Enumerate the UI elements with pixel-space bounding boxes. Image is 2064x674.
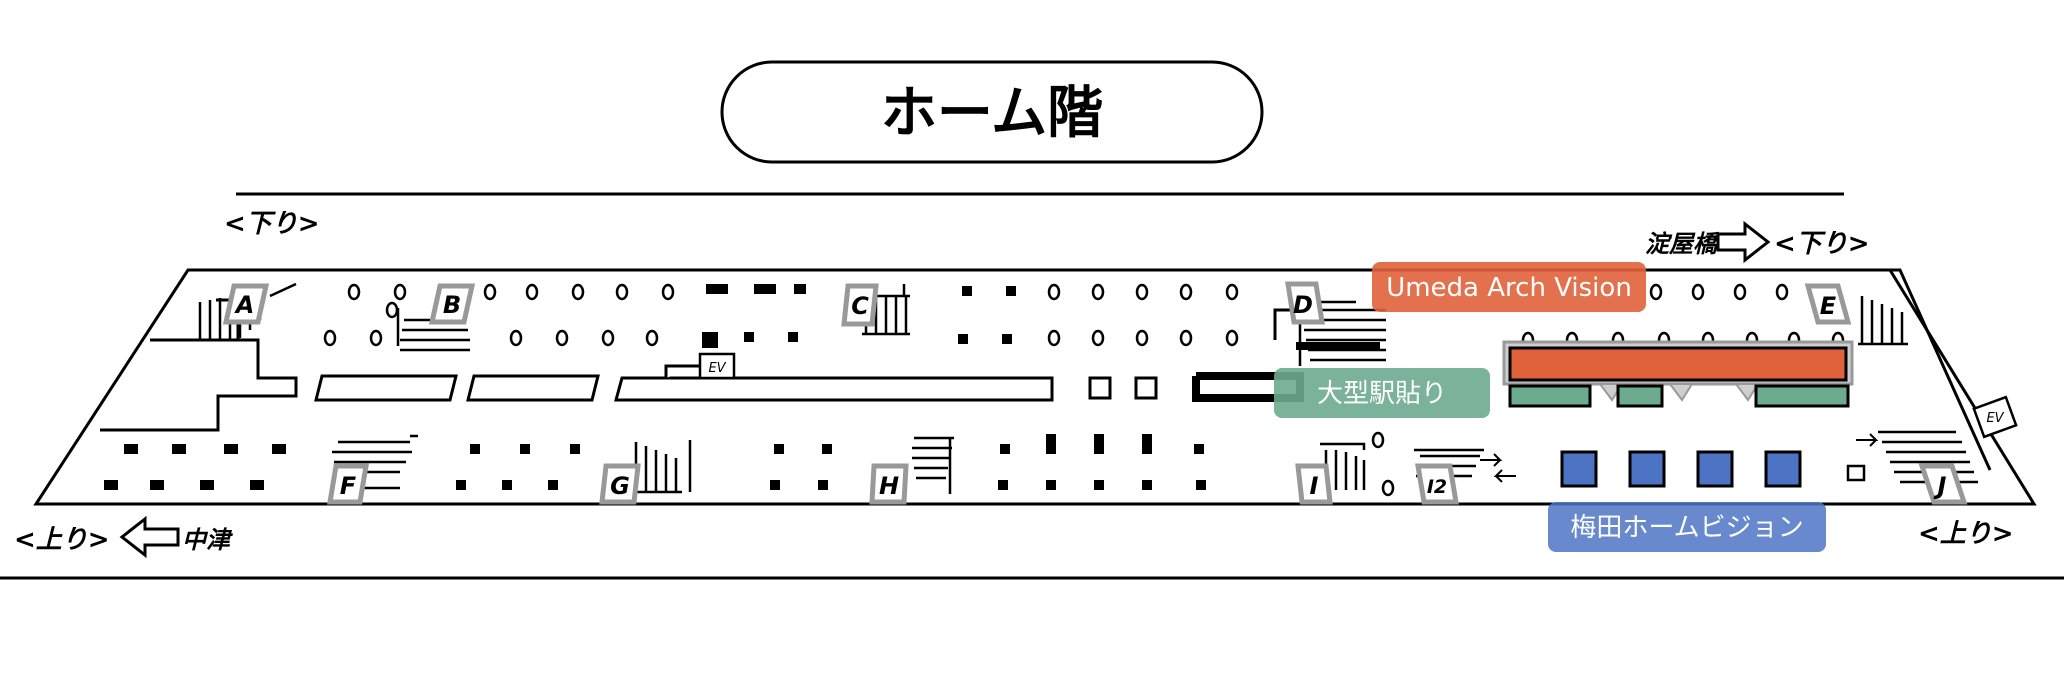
- arch-vision-area: [1502, 340, 1854, 402]
- exit-marker-D: D: [1285, 281, 1325, 325]
- home-vision-screens: [1560, 450, 1802, 488]
- right-arrow-icon: [1716, 220, 1771, 264]
- direction-bottom-left-station: 中津: [182, 526, 234, 554]
- svg-text:J: J: [1934, 472, 1947, 500]
- direction-top-right-station: 淀屋橋: [1645, 230, 1721, 258]
- left-arrow-icon: [119, 515, 180, 559]
- svg-text:D: D: [1293, 291, 1313, 319]
- exit-markers: A B C D E F G H I I2 J: [222, 281, 1968, 505]
- exit-marker-H: H: [869, 463, 909, 505]
- exit-marker-A: A: [222, 283, 270, 325]
- exit-marker-J: J: [1918, 463, 1968, 505]
- large-station-sticker-panels: [1508, 384, 1850, 408]
- exit-marker-E: E: [1804, 283, 1852, 325]
- label-home-vision: 梅田ホームビジョン: [1548, 502, 1826, 552]
- elevator-left: EV: [698, 352, 736, 380]
- svg-text:H: H: [879, 472, 899, 500]
- exit-marker-F: F: [327, 463, 369, 505]
- label-home-vision-text: 梅田ホームビジョン: [1570, 513, 1803, 543]
- page-title: ホーム階: [881, 81, 1103, 146]
- direction-arrows-icon: [1480, 433, 1879, 483]
- svg-text:G: G: [610, 472, 630, 500]
- arch-vision-bar: [1508, 346, 1848, 382]
- island-rects: [314, 364, 1158, 402]
- svg-text:F: F: [340, 472, 357, 500]
- svg-text:I: I: [1310, 472, 1319, 500]
- exit-marker-B: B: [428, 283, 476, 325]
- direction-bottom-right: <上り>: [1918, 519, 2014, 549]
- direction-bottom-left: <上り>: [14, 525, 110, 555]
- label-large-station-sticker-text: 大型駅貼り: [1317, 379, 1447, 409]
- direction-top-left: <下り>: [224, 209, 320, 239]
- elevator-right: EV: [1972, 395, 2018, 439]
- svg-text:I2: I2: [1427, 476, 1447, 498]
- svg-text:E: E: [1820, 292, 1837, 320]
- title-box: ホーム階: [720, 60, 1264, 164]
- label-large-station-sticker: 大型駅貼り: [1274, 368, 1490, 418]
- svg-text:B: B: [443, 291, 461, 319]
- svg-text:C: C: [851, 292, 869, 320]
- exit-marker-I: I: [1295, 463, 1333, 505]
- small-box: [1846, 464, 1866, 482]
- pillar-blocks: [104, 284, 1206, 490]
- elevator-label-left: EV: [708, 361, 726, 376]
- label-arch-vision: Umeda Arch Vision: [1372, 262, 1646, 312]
- exit-marker-G: G: [599, 463, 641, 505]
- label-arch-vision-text: Umeda Arch Vision: [1386, 273, 1632, 303]
- svg-text:A: A: [234, 291, 255, 319]
- elevator-label-right: EV: [1986, 411, 2004, 426]
- direction-top-right: <下り>: [1774, 229, 1870, 259]
- exit-marker-C: C: [841, 283, 879, 327]
- exit-marker-I2: I2: [1415, 463, 1459, 505]
